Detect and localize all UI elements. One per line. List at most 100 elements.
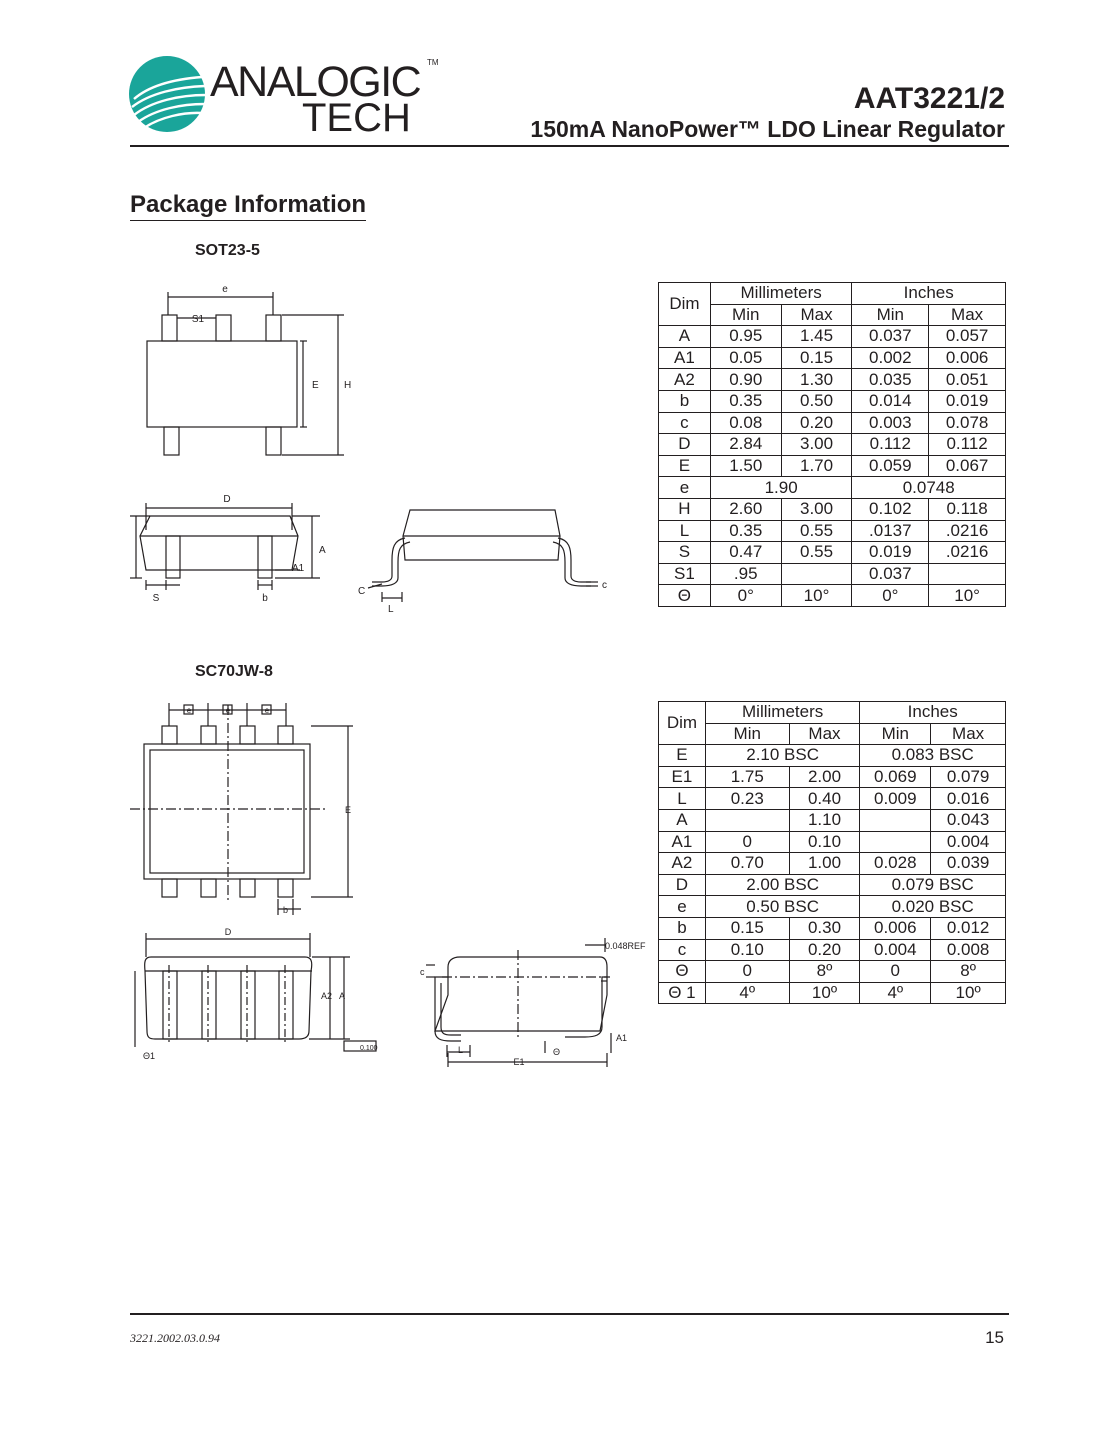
mm-min-cell: 4º	[704, 981, 790, 1005]
mm-min-cell: 0	[704, 960, 790, 983]
inch-min-cell: 0.037	[851, 325, 930, 348]
dim-cell: L	[658, 787, 706, 810]
mm-min-cell: 0	[704, 830, 790, 854]
dim-cell: A2	[658, 368, 711, 391]
table-subheader-min: Min	[704, 722, 790, 746]
dim-label-big-e: E	[312, 380, 319, 391]
mm-min-cell: 0.35	[709, 519, 782, 543]
logo-wordmark-analogic: ANALOGIC	[210, 58, 422, 106]
mm-value-cell: 1.90	[709, 476, 853, 499]
mm-min-cell: 0.95	[709, 325, 782, 348]
inch-min-cell: 0.069	[859, 765, 932, 789]
dim-cell: b	[658, 916, 706, 940]
dim-cell: A	[658, 325, 711, 348]
mm-min-cell: 0°	[709, 584, 782, 607]
dim-label-theta1: Θ1	[143, 1051, 155, 1061]
document-subtitle: 150mA NanoPower™ LDO Linear Regulator	[530, 116, 1005, 142]
table-subheader-max: Max	[780, 303, 853, 327]
mm-min-cell: 0.05	[709, 346, 782, 370]
document-id: 3221.2002.03.0.94	[130, 1331, 220, 1345]
dim-label-a: A	[319, 545, 326, 556]
inch-max-cell: 0.051	[928, 368, 1006, 391]
mm-min-cell	[704, 808, 790, 832]
dim-cell: b	[658, 389, 711, 413]
table-header-dim: Dim	[658, 700, 706, 746]
mm-value-cell: 2.00 BSC	[704, 873, 861, 897]
mm-max-cell: 0.20	[780, 411, 853, 435]
dim-cell: S1	[658, 562, 711, 586]
mm-max-cell: 0.55	[780, 519, 853, 543]
sc70jw-8-outline-drawing: e e e E b D A2 A Θ1 0.100 0.048REF c L Θ…	[130, 703, 646, 1067]
dim-label-c: c	[420, 967, 425, 977]
inch-max-cell: 0.019	[928, 389, 1006, 413]
dim-cell: E	[658, 454, 711, 478]
dim-cell: L	[658, 519, 711, 543]
inch-max-cell: 10º	[930, 981, 1006, 1005]
mm-max-cell: 3.00	[780, 497, 853, 521]
mm-max-cell: 1.70	[780, 454, 853, 478]
dim-label-e1: E1	[513, 1057, 524, 1067]
inch-min-cell: 0°	[851, 584, 930, 607]
dim-cell: c	[658, 411, 711, 435]
mm-min-cell: 0.90	[709, 368, 782, 391]
dim-label-d: D	[223, 494, 230, 505]
table-header-inches: Inches	[851, 282, 1006, 305]
dim-label-a1: A1	[616, 1033, 627, 1043]
dim-label-ref: 0.048REF	[605, 941, 646, 951]
dim-label-e-3: e	[265, 706, 270, 715]
mm-max-cell: 3.00	[780, 433, 853, 456]
dim-cell: A1	[658, 346, 711, 370]
header-divider	[130, 145, 1009, 147]
mm-max-cell: 0.20	[788, 938, 861, 962]
package-name-sot23-5: SOT23-5	[195, 242, 260, 259]
dim-label-c-upper: C	[358, 586, 365, 597]
table-subheader-min: Min	[709, 303, 782, 327]
dim-cell: A	[658, 808, 706, 832]
mm-max-cell: 0.30	[788, 916, 861, 940]
dim-cell: E1	[658, 765, 706, 789]
analogictech-logo	[129, 56, 207, 132]
inch-max-cell: 0.043	[930, 808, 1006, 832]
inch-max-cell: 0.118	[928, 497, 1006, 521]
inch-max-cell: 8º	[930, 960, 1006, 983]
dim-cell: H	[658, 497, 711, 521]
mm-min-cell: 0.47	[709, 541, 782, 564]
mm-min-cell: 2.60	[709, 497, 782, 521]
inch-min-cell: 0.019	[851, 541, 930, 564]
inch-max-cell: 0.067	[928, 454, 1006, 478]
inch-max-cell: .0216	[928, 519, 1006, 543]
section-title: Package Information	[130, 191, 367, 221]
table-header-millimeters: Millimeters	[704, 701, 861, 724]
mm-max-cell: 0.10	[788, 830, 861, 854]
mm-min-cell: 1.75	[704, 765, 790, 789]
inch-max-cell: 0.008	[930, 938, 1006, 962]
mm-max-cell: 0.15	[780, 346, 853, 370]
dim-cell: D	[658, 433, 711, 456]
logo-wordmark-tech: TECH	[302, 96, 411, 140]
dim-label-c: c	[602, 580, 607, 591]
inch-min-cell	[859, 830, 932, 854]
inch-min-cell: 0.059	[851, 454, 930, 478]
dim-cell: e	[658, 476, 711, 499]
mm-min-cell: 0.35	[709, 389, 782, 413]
dim-cell: D	[658, 873, 706, 897]
inch-min-cell: 0.003	[851, 411, 930, 435]
dim-label-b: b	[283, 905, 288, 915]
